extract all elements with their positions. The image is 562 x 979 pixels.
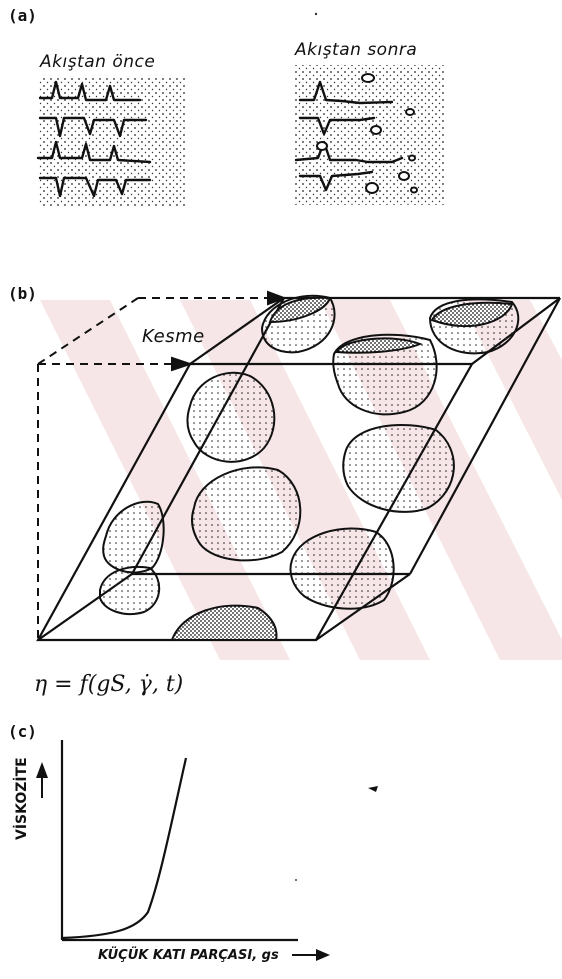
y-label-arrow-icon: [36, 762, 48, 798]
viscosity-curve: [62, 758, 186, 938]
y-axis-label: VİSKOZİTE: [14, 757, 30, 840]
x-label-arrow-icon: [292, 949, 330, 961]
x-axis-label: KÜÇÜK KATI PARÇASI, gs: [98, 948, 279, 963]
